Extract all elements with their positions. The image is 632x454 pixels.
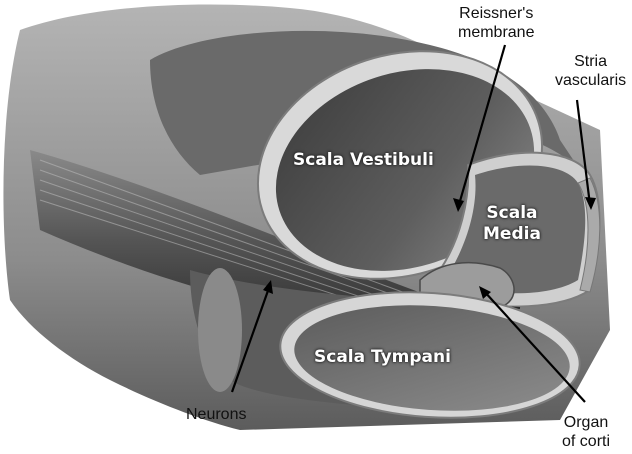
scala-media-label-line-2: Media (483, 224, 541, 245)
nerve-cylinder-end (198, 268, 242, 392)
scala-media-label: Scala Media (483, 203, 541, 245)
stria-vascularis-label-line-2: vascularis (555, 71, 626, 90)
reissners-membrane-label-line-1: Reissner's (458, 4, 534, 23)
organ-of-corti-label: Organ of corti (562, 413, 610, 451)
scala-vestibuli-label: Scala Vestibuli (293, 150, 434, 171)
organ-of-corti-label-line-1: Organ (562, 413, 610, 432)
stria-vascularis-label: Stria vascularis (555, 52, 626, 90)
scala-tympani-label: Scala Tympani (314, 347, 451, 368)
scala-media-label-line-1: Scala (483, 203, 541, 224)
neurons-label: Neurons (186, 405, 246, 424)
reissners-membrane-label: Reissner's membrane (458, 4, 534, 42)
stria-vascularis-label-line-1: Stria (555, 52, 626, 71)
reissners-membrane-label-line-2: membrane (458, 23, 534, 42)
organ-of-corti-label-line-2: of corti (562, 432, 610, 451)
